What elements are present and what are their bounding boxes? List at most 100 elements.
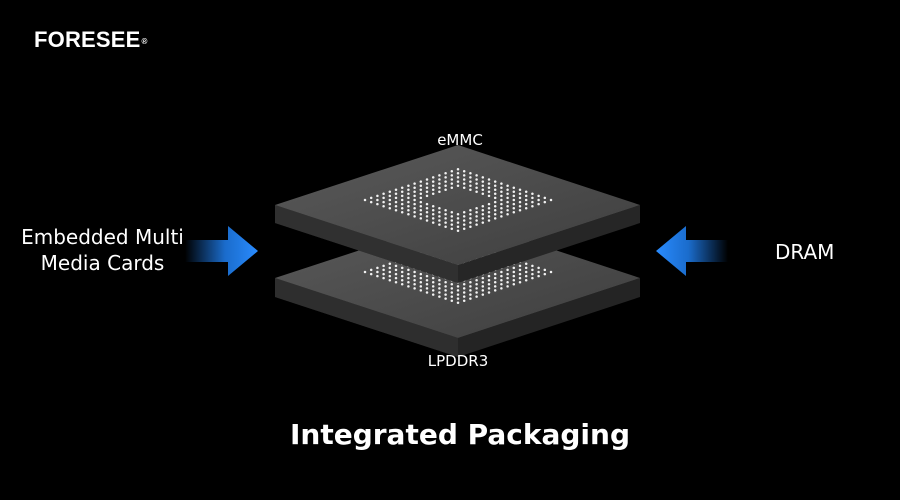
solder-ball xyxy=(376,274,379,278)
solder-ball xyxy=(444,221,447,224)
solder-ball xyxy=(462,211,466,214)
solder-ball xyxy=(407,196,410,200)
solder-ball xyxy=(444,217,447,220)
solder-ball xyxy=(388,198,392,202)
solder-ball xyxy=(475,190,478,194)
solder-ball xyxy=(475,219,478,222)
solder-ball xyxy=(506,281,509,284)
solder-ball xyxy=(413,182,416,185)
solder-ball xyxy=(438,287,441,290)
solder-ball xyxy=(462,174,466,177)
solder-ball xyxy=(425,186,429,189)
left-label-line2: Media Cards xyxy=(40,251,165,275)
solder-ball xyxy=(506,209,509,212)
solder-ball xyxy=(475,206,478,210)
solder-ball xyxy=(400,186,404,189)
solder-ball xyxy=(462,186,466,189)
solder-ball xyxy=(407,281,410,284)
solder-ball xyxy=(462,215,466,218)
solder-ball xyxy=(456,301,460,305)
solder-ball xyxy=(531,268,534,272)
solder-ball xyxy=(438,182,441,185)
solder-ball xyxy=(475,295,478,298)
solder-ball xyxy=(481,293,485,296)
solder-ball xyxy=(500,186,503,189)
solder-ball xyxy=(493,276,497,280)
solder-ball xyxy=(475,223,478,226)
solder-ball xyxy=(407,209,410,212)
solder-ball xyxy=(444,293,447,296)
solder-ball xyxy=(500,202,503,206)
solder-ball xyxy=(431,180,435,183)
solder-ball xyxy=(450,295,454,298)
solder-ball xyxy=(475,278,478,282)
solder-ball xyxy=(419,272,423,276)
solder-ball xyxy=(512,270,516,274)
solder-ball xyxy=(481,192,485,196)
solder-ball xyxy=(413,202,416,206)
solder-ball xyxy=(462,182,466,185)
solder-ball xyxy=(493,200,497,204)
solder-ball xyxy=(382,200,385,204)
solder-ball xyxy=(506,192,509,196)
solder-ball xyxy=(450,219,454,222)
solder-ball xyxy=(487,194,491,198)
solder-ball xyxy=(487,182,491,185)
solder-ball xyxy=(475,174,478,177)
solder-ball xyxy=(388,266,392,270)
solder-ball xyxy=(419,285,423,288)
solder-ball xyxy=(475,182,478,185)
solder-ball xyxy=(481,204,485,208)
solder-ball xyxy=(394,281,398,284)
solder-ball xyxy=(388,194,392,198)
solder-ball xyxy=(450,283,454,286)
solder-ball xyxy=(444,225,447,228)
solder-ball xyxy=(456,225,460,228)
solder-ball xyxy=(500,287,503,290)
solder-ball xyxy=(438,295,441,298)
solder-ball xyxy=(518,188,522,192)
solder-ball xyxy=(462,287,466,290)
solder-ball xyxy=(512,211,516,214)
solder-ball xyxy=(376,194,379,198)
solder-ball xyxy=(469,180,472,183)
solder-ball xyxy=(469,213,472,216)
solder-ball xyxy=(487,278,491,282)
solder-ball xyxy=(456,221,460,224)
solder-ball xyxy=(512,198,516,202)
solder-ball xyxy=(487,186,491,189)
solder-ball xyxy=(376,266,379,270)
solder-ball xyxy=(456,184,460,187)
solder-ball xyxy=(481,184,485,187)
solder-ball xyxy=(518,192,522,196)
solder-ball xyxy=(500,278,503,282)
solder-ball xyxy=(419,213,423,216)
solder-ball xyxy=(518,204,522,208)
solder-ball xyxy=(524,198,528,202)
emmc-ball-grid xyxy=(363,168,553,233)
solder-ball xyxy=(394,188,398,192)
solder-ball xyxy=(388,274,392,278)
solder-ball xyxy=(413,270,416,274)
solder-ball xyxy=(543,272,547,276)
solder-ball xyxy=(400,278,404,282)
solder-ball xyxy=(549,270,553,274)
solder-ball xyxy=(481,213,485,216)
solder-ball xyxy=(394,272,398,276)
solder-ball xyxy=(413,274,416,278)
arrow-right-icon xyxy=(185,226,258,276)
solder-ball xyxy=(506,268,509,272)
solder-ball xyxy=(475,186,478,189)
solder-ball xyxy=(425,287,429,290)
solder-ball xyxy=(456,168,460,171)
solder-ball xyxy=(500,194,503,198)
logo-text: FORESEE xyxy=(34,27,141,52)
solder-ball xyxy=(475,211,478,214)
solder-ball xyxy=(425,278,429,282)
emmc-label: eMMC xyxy=(437,131,483,149)
solder-ball xyxy=(487,178,491,181)
solder-ball xyxy=(500,274,503,278)
solder-ball xyxy=(462,178,466,181)
solder-ball xyxy=(531,204,534,208)
solder-ball xyxy=(450,227,454,230)
